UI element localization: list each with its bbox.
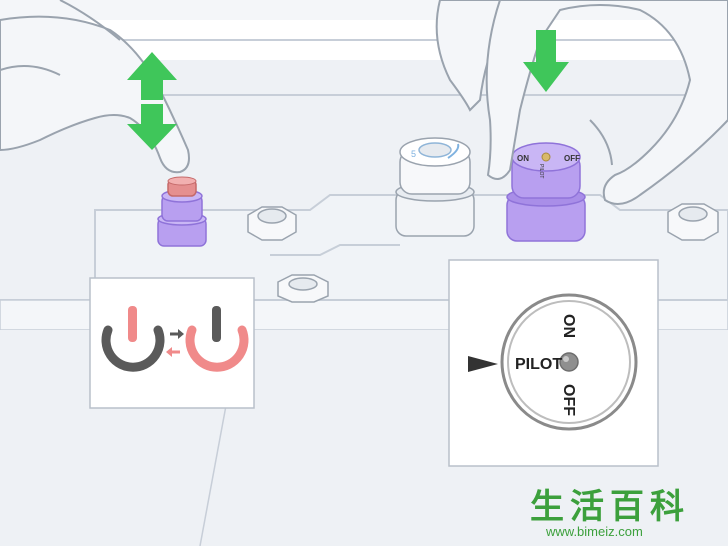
thermostat-number-label: 5 (411, 149, 416, 159)
up-down-arrow-icon (127, 52, 177, 150)
left-hand (0, 0, 190, 174)
right-hand (435, 0, 728, 205)
gas-knob-pilot-label: PILOT (538, 164, 544, 178)
gas-knob-off-label: OFF (564, 154, 580, 163)
hex-nut-bottom (277, 274, 329, 303)
watermark: 生活百科 www.bimeiz.com (530, 488, 690, 539)
pilot-label: PILOT (515, 356, 562, 373)
watermark-url: www.bimeiz.com (545, 524, 643, 539)
pilot-dial-inset: PILOT ON OFF (448, 259, 659, 467)
power-toggle-icon (101, 306, 249, 372)
down-arrow-icon (523, 30, 569, 92)
hex-nut-left (247, 206, 297, 241)
gas-knob-on-label: ON (517, 154, 529, 163)
gas-control-knob[interactable]: ON OFF PILOT (506, 142, 586, 242)
watermark-chinese-text: 生活百科 (530, 488, 690, 526)
on-label: ON (560, 314, 577, 338)
thermostat-dial[interactable]: 5 (395, 137, 475, 237)
hex-nut-right (667, 203, 719, 241)
pilot-dial-icon: PILOT ON OFF (468, 293, 638, 431)
ignition-button[interactable] (157, 176, 207, 247)
off-label: OFF (560, 384, 577, 416)
power-toggle-inset (89, 277, 255, 409)
pilot-pointer-icon (468, 356, 498, 372)
